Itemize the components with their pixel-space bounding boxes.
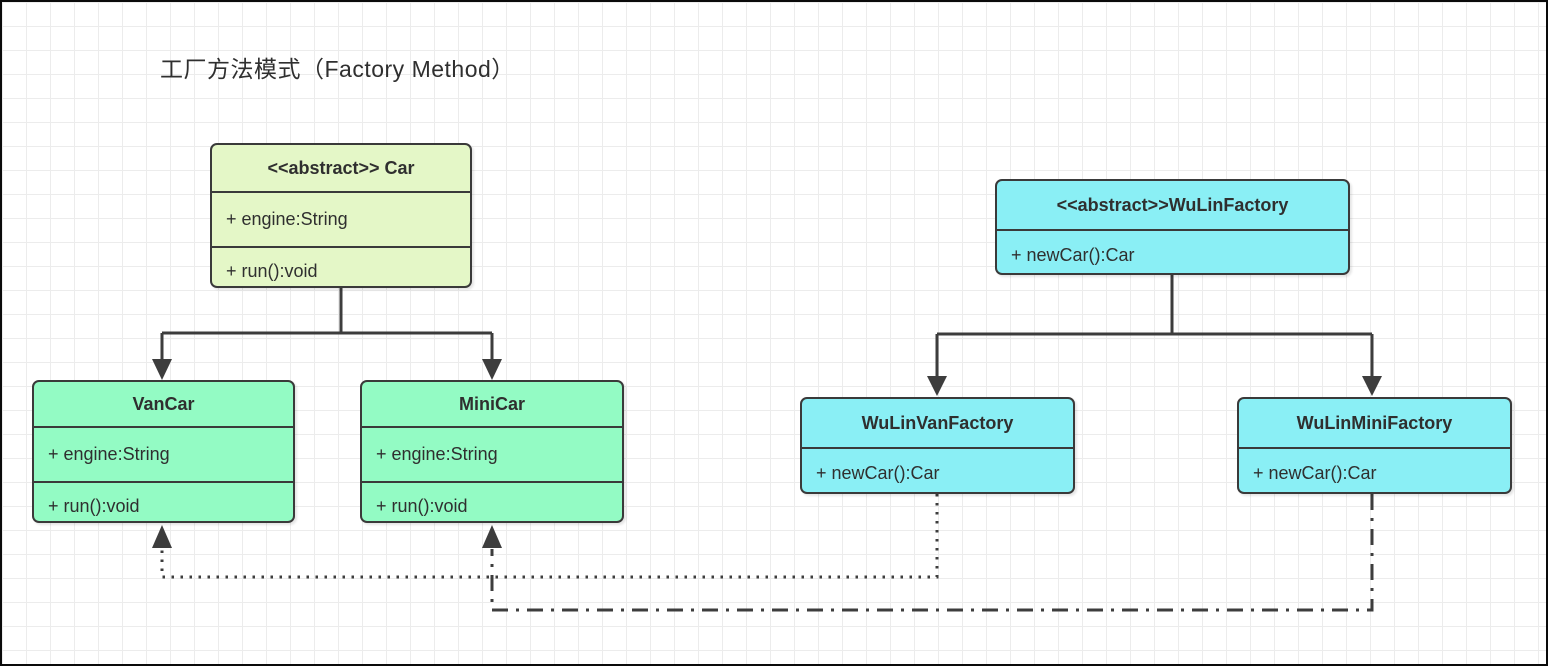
diagram-title: 工厂方法模式（Factory Method）	[160, 56, 515, 82]
class-attr-minicar: + engine:String	[362, 426, 622, 481]
class-node-wulinvanfactory[interactable]: WuLinVanFactory + newCar():Car	[800, 397, 1075, 494]
arrowhead-down-wulinvanfactory	[927, 376, 947, 396]
class-node-wulinfactory[interactable]: <<abstract>>WuLinFactory + newCar():Car	[995, 179, 1350, 275]
inheritance-connector-wulinfactory[interactable]	[927, 275, 1382, 396]
class-title-car: <<abstract>> Car	[267, 157, 415, 178]
class-method-wulinvanfactory: + newCar():Car	[802, 447, 1073, 498]
class-method-minicar: + run():void	[362, 481, 622, 529]
class-attr-vancar: + engine:String	[34, 426, 293, 481]
class-method-wulinminifactory: + newCar():Car	[1239, 447, 1510, 498]
class-node-wulinminifactory[interactable]: WuLinMiniFactory + newCar():Car	[1237, 397, 1512, 494]
arrowhead-down-vancar	[152, 359, 172, 380]
class-method-vancar: + run():void	[34, 481, 293, 529]
arrowhead-down-minicar	[482, 359, 502, 380]
class-title-minicar: MiniCar	[458, 393, 525, 414]
inheritance-connector-car[interactable]	[152, 288, 502, 380]
class-node-minicar[interactable]: MiniCar + engine:String + run():void	[360, 380, 624, 523]
class-method-wulinfactory: + newCar():Car	[997, 229, 1348, 279]
class-attr-car: + engine:String	[212, 191, 470, 246]
class-node-car[interactable]: <<abstract>> Car + engine:String + run()…	[210, 143, 472, 288]
arrowhead-down-wulinminifactory	[1362, 376, 1382, 396]
class-title-wulinfactory: <<abstract>>WuLinFactory	[1056, 194, 1289, 215]
class-method-car: + run():void	[212, 246, 470, 294]
class-title-wulinvanfactory: WuLinVanFactory	[861, 412, 1014, 433]
class-title-wulinminifactory: WuLinMiniFactory	[1296, 412, 1453, 433]
class-title-vancar: VanCar	[132, 393, 195, 414]
class-node-vancar[interactable]: VanCar + engine:String + run():void	[32, 380, 295, 523]
